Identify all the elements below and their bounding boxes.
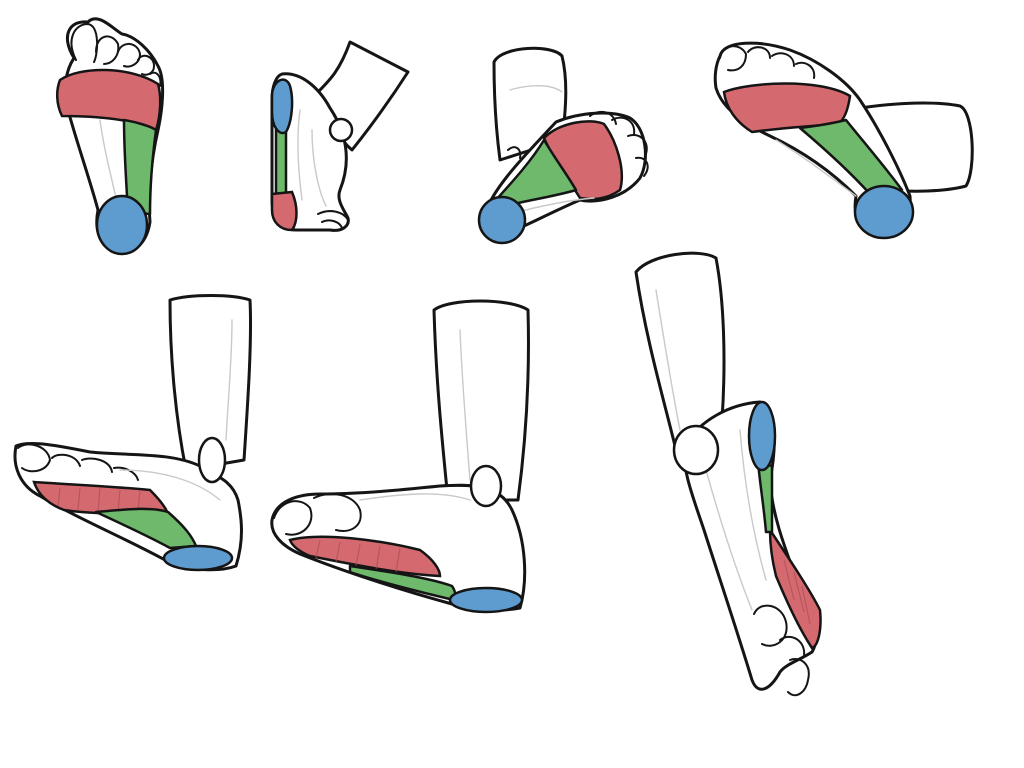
foot-sole-front-view [56, 17, 165, 256]
foot-pointed-toe-view [634, 251, 822, 697]
arch-region [756, 460, 774, 534]
heel-region [162, 544, 234, 572]
ball-fiber-lines [57, 487, 141, 513]
leg-guideline [509, 85, 563, 93]
arch-region [798, 118, 904, 196]
ball-fiber-lines [315, 539, 401, 573]
arch-guideline [775, 139, 857, 197]
leg-guideline [225, 319, 233, 441]
instep-guideline [705, 429, 767, 611]
heel-region [95, 194, 149, 256]
arch-guideline [297, 109, 327, 207]
toe-outline [589, 110, 649, 177]
ball-of-foot-region [768, 525, 822, 650]
ankle-bone [672, 424, 720, 476]
toe-outline [273, 493, 362, 536]
ball-of-foot-region [288, 535, 442, 578]
toe-outline [719, 45, 816, 79]
foot-sole-diagonal-view [713, 41, 974, 240]
ankle-bone [469, 464, 503, 508]
ankle-bone [328, 117, 354, 143]
top-of-foot-guideline [119, 469, 221, 501]
heel-region [747, 400, 777, 472]
heel-strap-line [507, 146, 522, 159]
leg-guideline [459, 329, 471, 481]
toe-outline [317, 210, 349, 229]
leg-guideline [655, 289, 681, 431]
heel-region [448, 586, 524, 614]
arch-region [122, 118, 158, 216]
ankle-bone [197, 436, 227, 484]
toe-outline [70, 23, 162, 87]
foot-sole-angled-view [477, 46, 649, 245]
foot-rear-three-quarter-view [270, 40, 410, 232]
heel-region [270, 78, 294, 135]
foot-side-inner-view [270, 299, 530, 614]
heel-region [477, 195, 527, 245]
arch-region [494, 138, 578, 206]
arch-region [94, 507, 198, 550]
toe-outline [17, 443, 139, 481]
heel-region [853, 184, 915, 240]
top-of-foot-guideline [359, 493, 471, 501]
toe-outline [753, 604, 810, 697]
ball-of-foot-region [270, 190, 298, 232]
leg-outline [432, 299, 530, 502]
leg-outline [168, 294, 253, 472]
ball-fiber-lines [783, 559, 811, 625]
foot-side-outer-view [13, 294, 253, 572]
